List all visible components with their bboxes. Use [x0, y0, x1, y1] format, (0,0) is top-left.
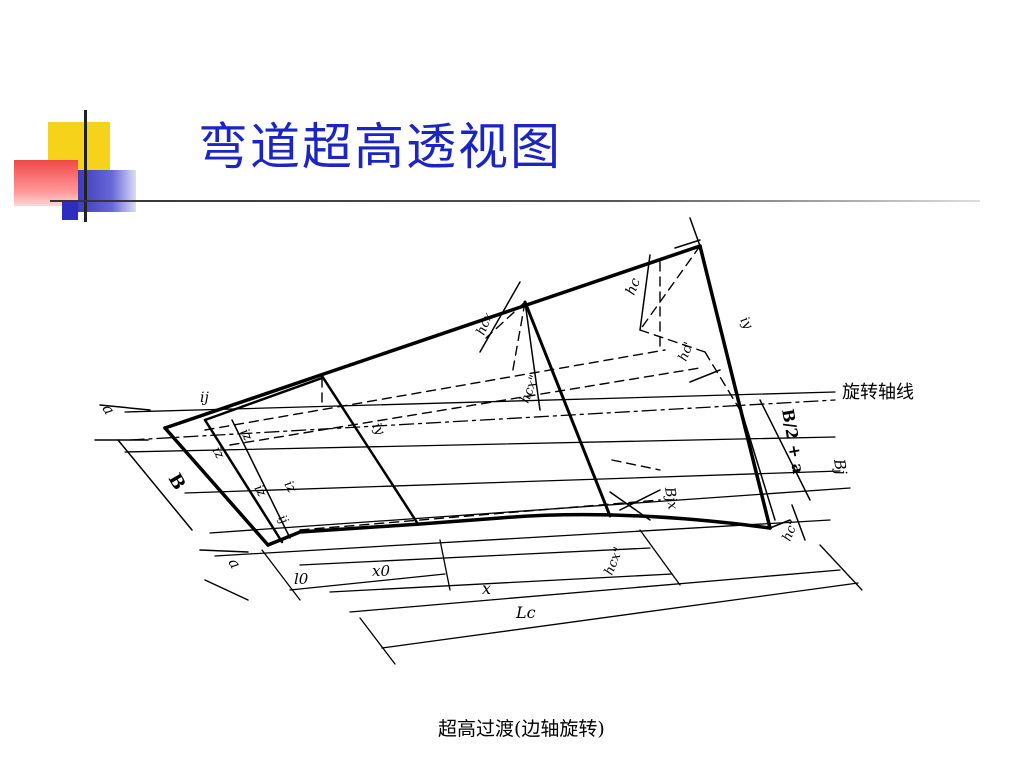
- label-i-z-2: iz: [209, 445, 228, 462]
- label-i-y-3: iy: [737, 315, 756, 333]
- section-3-a: [524, 301, 541, 411]
- label-a-bottom: a: [225, 555, 245, 572]
- diagram-caption: 超高过渡(边轴旋转): [438, 718, 605, 740]
- slide-title: 弯道超高透视图: [198, 118, 562, 176]
- inner-left-b: [231, 419, 291, 539]
- label-B-jx: Bjx: [661, 485, 681, 511]
- left-edge: [163, 426, 270, 547]
- label-x-0: x0: [372, 562, 390, 580]
- label-rotation-axis: 旋转轴线: [842, 382, 914, 403]
- label-l-0: l0: [294, 570, 309, 588]
- label-h-cx: hcx: [474, 310, 497, 338]
- inner-left-a: [203, 418, 284, 544]
- bottom-curve: [266, 512, 772, 547]
- right-outer-edge: [698, 244, 772, 530]
- section-1: [320, 374, 420, 526]
- deco-blue-small: [62, 202, 78, 220]
- label-i-z-4: iz: [281, 479, 300, 496]
- label-h-c: hc: [623, 276, 644, 298]
- label-i-j: ij: [200, 390, 209, 406]
- deco-red-square: [14, 160, 78, 206]
- deco-horizontal-rule: [50, 200, 980, 202]
- label-i-y-1: iy: [369, 421, 388, 439]
- label-B-half-plus-a: B/2 + a: [778, 407, 808, 475]
- label-x: x: [482, 579, 491, 598]
- label-h-c-prime: hc': [676, 340, 697, 363]
- label-B: B: [164, 470, 190, 494]
- top-edge: [163, 244, 702, 430]
- label-B-j: Bj: [830, 457, 851, 477]
- label-L-c: Lc: [515, 603, 536, 622]
- deco-vertical-line: [84, 110, 87, 222]
- inner-top-edge: [203, 376, 324, 422]
- label-a-top: a: [99, 401, 119, 418]
- section-2: [523, 300, 612, 518]
